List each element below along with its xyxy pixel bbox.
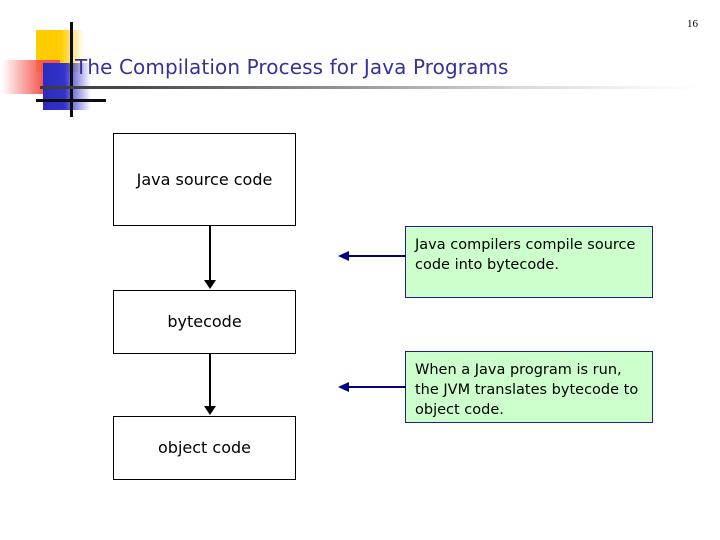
title-divider (40, 86, 704, 89)
arrow-stem (346, 255, 406, 257)
left-arrow-callout-run-icon (338, 381, 406, 393)
horizontal-rule-icon (36, 99, 106, 102)
arrow-stem (209, 226, 211, 282)
flow-box-java-source-code: Java source code (113, 133, 296, 226)
page-number: 16 (687, 18, 698, 30)
left-arrow-callout-compile-icon (338, 250, 406, 262)
callout-compile: Java compilers compile source code into … (405, 226, 653, 298)
callout-run: When a Java program is run, the JVM tran… (405, 351, 653, 423)
arrow-head (204, 280, 216, 289)
down-arrow-source-to-bytecode-icon (203, 226, 217, 290)
slide-title: The Compilation Process for Java Program… (75, 55, 509, 79)
arrow-head (204, 406, 216, 415)
flow-box-bytecode: bytecode (113, 290, 296, 354)
arrow-head (338, 382, 349, 392)
down-arrow-bytecode-to-object-icon (203, 354, 217, 416)
vertical-rule-icon (70, 22, 73, 117)
arrow-stem (209, 354, 211, 408)
arrow-head (338, 251, 349, 261)
arrow-stem (346, 386, 406, 388)
flow-box-object-code: object code (113, 416, 296, 480)
